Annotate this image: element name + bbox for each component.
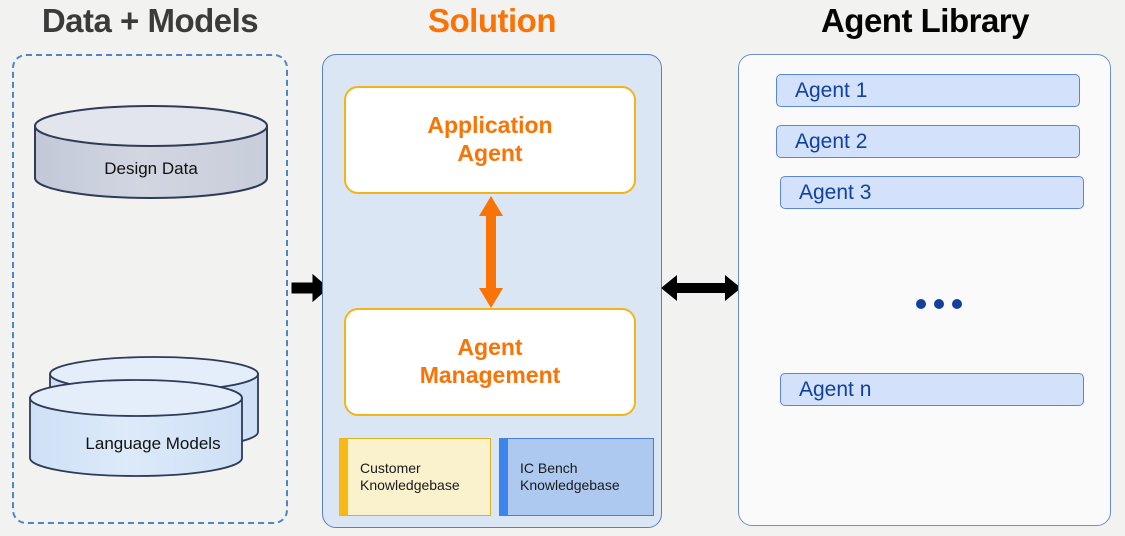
double-arrow-horizontal-icon — [661, 275, 741, 301]
arrow-right-icon — [291, 273, 329, 303]
card-agent-management[interactable]: Agent Management — [344, 308, 636, 416]
agent-label-3: Agent 3 — [799, 180, 872, 204]
knowledgebase-customer[interactable]: Customer Knowledgebase — [339, 438, 491, 516]
page-title-solution: Solution — [428, 2, 556, 39]
agent-label-2: Agent 2 — [795, 129, 868, 153]
stacked-cylinder-icon — [29, 356, 259, 477]
ellipsis-icon — [916, 298, 962, 310]
knowledgebase-customer-line1: Customer — [360, 459, 421, 476]
card-application-agent-line1: Application — [427, 112, 553, 139]
connector-solution-to-library — [660, 272, 742, 304]
data-source-language-models: Language Models — [28, 354, 278, 484]
card-agent-management-line2: Management — [419, 362, 561, 388]
connector-data-to-solution — [291, 272, 329, 304]
ellipsis-dot-2 — [934, 299, 944, 309]
list-item-agent-n[interactable]: Agent n — [780, 373, 1084, 406]
list-item-agent-1[interactable]: Agent 1 — [776, 74, 1080, 107]
card-agent-management-line1: Agent — [457, 334, 523, 361]
data-source-design-data: Design Data — [33, 104, 269, 200]
page-title-data-models: Data + Models — [41, 2, 259, 39]
knowledgebase-ic-bench-line1: IC Bench — [520, 459, 578, 476]
list-item-agent-3[interactable]: Agent 3 — [780, 176, 1084, 209]
agent-label-1: Agent 1 — [795, 78, 868, 102]
knowledgebase-customer-line2: Knowledgebase — [360, 477, 460, 493]
knowledgebase-ic-bench[interactable]: IC Bench Knowledgebase — [499, 438, 654, 516]
list-item-agent-2[interactable]: Agent 2 — [776, 125, 1080, 158]
ellipsis-dot-1 — [916, 299, 926, 309]
panel-data-models — [12, 54, 288, 524]
agent-label-n: Agent n — [799, 377, 872, 401]
cylinder-icon — [34, 105, 268, 199]
double-arrow-vertical-icon — [479, 196, 503, 308]
ellipsis-dot-3 — [952, 299, 962, 309]
card-application-agent-line2: Agent — [457, 140, 523, 166]
knowledgebase-ic-bench-line2: Knowledgebase — [520, 477, 620, 493]
card-application-agent[interactable]: Application Agent — [344, 86, 636, 194]
page-title-agent-library: Agent Library — [820, 2, 1030, 39]
connector-application-to-management — [470, 194, 512, 310]
